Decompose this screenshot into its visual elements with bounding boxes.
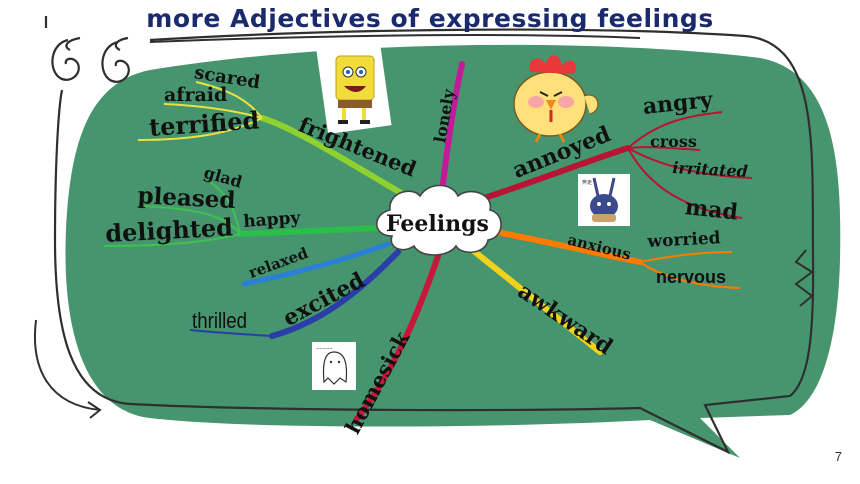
branch-lonely (439, 61, 465, 195)
bunny-character-icon: 奔走 (578, 174, 630, 226)
label-mad: mad (683, 194, 740, 226)
twig-glad (209, 181, 241, 235)
twig-scared (195, 81, 263, 119)
quote-marks-icon (44, 16, 130, 83)
twig-thrilled (189, 329, 273, 337)
hub-label: Feelings (386, 211, 489, 237)
label-worried: worried (647, 228, 721, 252)
branch-homesick (353, 247, 443, 423)
label-happy: happy (242, 208, 301, 232)
twig-cross (627, 146, 701, 151)
speech-bubble-outline (53, 28, 815, 455)
ghost-character-icon: ~~~~~ (312, 342, 356, 390)
hub-cloud (375, 184, 502, 256)
chicken-character-icon (513, 55, 599, 143)
sponge-character-icon (316, 41, 392, 135)
label-irritated: irritated (671, 158, 749, 181)
twig-mad (627, 147, 743, 219)
svg-text:~~~~~: ~~~~~ (316, 346, 333, 351)
twig-nervous (639, 261, 741, 289)
branch-excited (269, 249, 401, 339)
svg-text:奔走: 奔走 (582, 179, 592, 186)
label-angry: angry (641, 86, 714, 120)
label-pleased: pleased (136, 182, 237, 215)
twig-irritated (627, 147, 753, 179)
twig-pleased (139, 205, 241, 235)
title-underline (149, 34, 641, 43)
twig-terrified (137, 117, 263, 141)
outline-zigzag (794, 249, 814, 307)
label-cross: cross (650, 132, 697, 151)
twig-worried (639, 251, 733, 263)
label-afraid: afraid (164, 84, 228, 106)
twig-angry (627, 111, 723, 149)
outline-tail-arrow (34, 319, 102, 419)
label-delighted: delighted (104, 212, 234, 248)
label-thrilled: thrilled (192, 308, 248, 333)
label-terrified: terrified (148, 105, 261, 142)
page-number: 7 (834, 449, 842, 464)
branch-relaxed (241, 241, 391, 287)
branch-anxious (493, 229, 643, 265)
slide-title: more Adjectives of expressing feelings (146, 4, 714, 33)
branch-annoyed (475, 145, 631, 203)
twig-delighted (103, 233, 241, 247)
label-nervous: nervous (656, 267, 727, 287)
branch-happy (237, 225, 383, 237)
branch-frightened (259, 115, 413, 201)
branch-awkward (467, 245, 603, 355)
twig-afraid (163, 103, 263, 119)
